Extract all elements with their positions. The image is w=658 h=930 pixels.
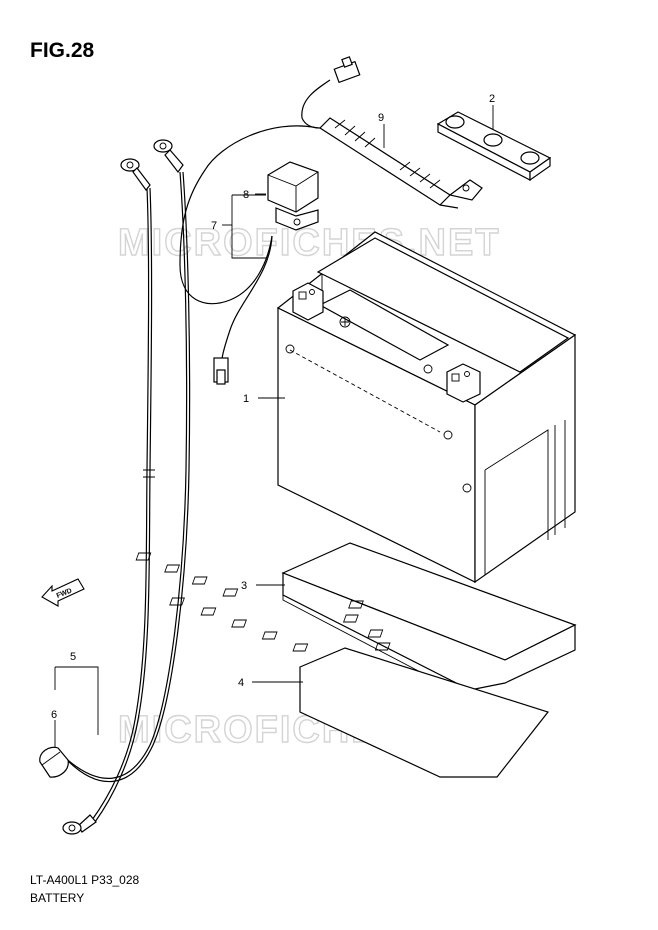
battery xyxy=(276,231,577,584)
caption: BATTERY xyxy=(30,891,85,905)
fwd-arrow-icon: FWD xyxy=(41,578,85,607)
callout-1: 1 xyxy=(243,393,249,405)
starter-relay xyxy=(267,161,319,231)
leader-lines xyxy=(54,105,494,748)
callout-6: 6 xyxy=(51,709,57,721)
fuse-holder xyxy=(301,56,483,209)
battery-tray xyxy=(135,542,577,699)
callout-9: 9 xyxy=(378,112,384,124)
callout-2: 2 xyxy=(489,93,495,105)
bracket-7-8 xyxy=(231,194,266,259)
battery-pad xyxy=(299,647,550,778)
figure-title: FIG.28 xyxy=(30,39,95,62)
callout-4: 4 xyxy=(238,677,244,689)
model-code: LT-A400L1 P33_028 xyxy=(30,873,140,887)
bracket-5-6 xyxy=(54,666,99,735)
callout-5: 5 xyxy=(70,651,76,663)
callout-3: 3 xyxy=(241,580,247,592)
terminal-plate xyxy=(436,111,552,182)
wire-harness xyxy=(39,125,319,835)
callout-8: 8 xyxy=(243,189,249,201)
watermark-top: MICROFICHES.NET xyxy=(118,222,501,264)
callout-7: 7 xyxy=(211,220,217,232)
